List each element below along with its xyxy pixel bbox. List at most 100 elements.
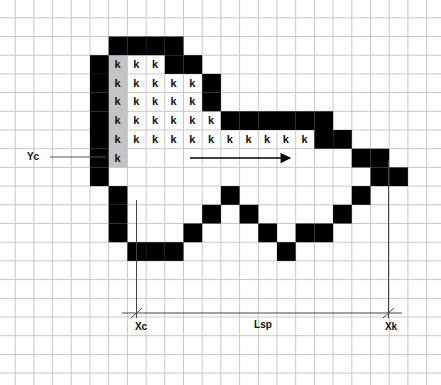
grid-line — [426, 0, 427, 385]
pixel-mark: k — [283, 133, 289, 144]
black-pixel — [352, 149, 371, 168]
black-pixel — [314, 111, 333, 130]
pixel-mark: k — [133, 59, 139, 70]
grid-line — [0, 335, 441, 336]
extension-line — [388, 160, 389, 318]
black-pixel — [314, 130, 333, 149]
black-pixel — [389, 167, 408, 186]
pixel-mark: k — [152, 115, 158, 126]
black-pixel — [90, 167, 109, 186]
black-pixel — [314, 224, 333, 243]
black-pixel — [165, 242, 184, 261]
grid-line — [0, 354, 441, 355]
pixel-mark: k — [114, 133, 120, 144]
pixel-mark: k — [133, 133, 139, 144]
pixel-mark: k — [264, 133, 270, 144]
grid-line — [407, 0, 408, 385]
grid-line — [0, 260, 441, 261]
black-pixel — [258, 111, 277, 130]
pixel-mark: k — [152, 133, 158, 144]
pixel-mark: k — [171, 77, 177, 88]
black-pixel — [333, 205, 352, 224]
leader-line — [50, 157, 106, 158]
pixel-mark: k — [189, 115, 195, 126]
gray-pixel — [109, 130, 128, 149]
pixel-mark: k — [189, 77, 195, 88]
black-pixel — [109, 186, 128, 205]
pixel-mark: k — [227, 133, 233, 144]
pixel-mark: k — [114, 152, 120, 163]
grid-line — [0, 55, 441, 56]
black-pixel — [202, 74, 221, 93]
pixel-mark: k — [114, 59, 120, 70]
pixel-mark: k — [208, 115, 214, 126]
pixel-mark: k — [208, 133, 214, 144]
black-pixel — [202, 93, 221, 112]
coordinate-label: Yc — [27, 152, 39, 162]
black-pixel — [296, 111, 315, 130]
black-pixel — [109, 224, 128, 243]
gray-pixel — [109, 55, 128, 74]
black-pixel — [277, 111, 296, 130]
gray-pixel — [109, 149, 128, 168]
coordinate-label: Xc — [135, 322, 147, 332]
black-pixel — [146, 242, 165, 261]
black-pixel — [202, 205, 221, 224]
black-pixel — [109, 37, 128, 56]
pixel-mark: k — [133, 77, 139, 88]
black-pixel — [240, 111, 259, 130]
black-pixel — [90, 74, 109, 93]
black-pixel — [165, 55, 184, 74]
black-pixel — [221, 186, 240, 205]
pixel-mark: k — [152, 77, 158, 88]
black-pixel — [371, 149, 390, 168]
pixel-mark: k — [133, 115, 139, 126]
black-pixel — [109, 205, 128, 224]
black-pixel — [90, 55, 109, 74]
gray-pixel — [109, 111, 128, 130]
direction-arrow — [190, 157, 290, 159]
grid-line — [295, 0, 296, 385]
grid-line — [0, 242, 441, 243]
pixel-mark: k — [133, 96, 139, 107]
black-pixel — [258, 224, 277, 243]
grid-line — [333, 0, 334, 385]
grid-line — [0, 36, 441, 37]
grid-line — [0, 373, 441, 374]
black-pixel — [240, 205, 259, 224]
pixel-mark: k — [114, 115, 120, 126]
black-pixel — [127, 37, 146, 56]
pixel-mark: k — [171, 115, 177, 126]
pixel-mark: k — [171, 133, 177, 144]
grid-line — [0, 298, 441, 299]
pixel-mark: k — [152, 59, 158, 70]
coordinate-label: Xk — [385, 322, 397, 332]
grid-line — [52, 0, 53, 385]
grid-line — [15, 0, 16, 385]
dimension-tick — [383, 308, 394, 318]
grid-line — [0, 17, 441, 18]
black-pixel — [371, 167, 390, 186]
black-pixel — [221, 111, 240, 130]
black-pixel — [333, 130, 352, 149]
gray-pixel — [109, 74, 128, 93]
dimension-line — [122, 313, 402, 314]
grid-line — [277, 0, 278, 385]
grid-line — [0, 317, 441, 318]
dimension-tick — [131, 308, 142, 318]
pixel-mark: k — [301, 133, 307, 144]
grid-line — [0, 279, 441, 280]
pixel-mark: k — [152, 96, 158, 107]
gray-pixel — [109, 93, 128, 112]
pixel-mark: k — [114, 96, 120, 107]
grid-line — [314, 0, 315, 385]
black-pixel — [90, 130, 109, 149]
black-pixel — [277, 242, 296, 261]
grid-line — [33, 0, 34, 385]
grid-line — [0, 130, 441, 131]
pixel-mark: k — [171, 96, 177, 107]
black-pixel — [90, 111, 109, 130]
pixel-mark: k — [189, 96, 195, 107]
